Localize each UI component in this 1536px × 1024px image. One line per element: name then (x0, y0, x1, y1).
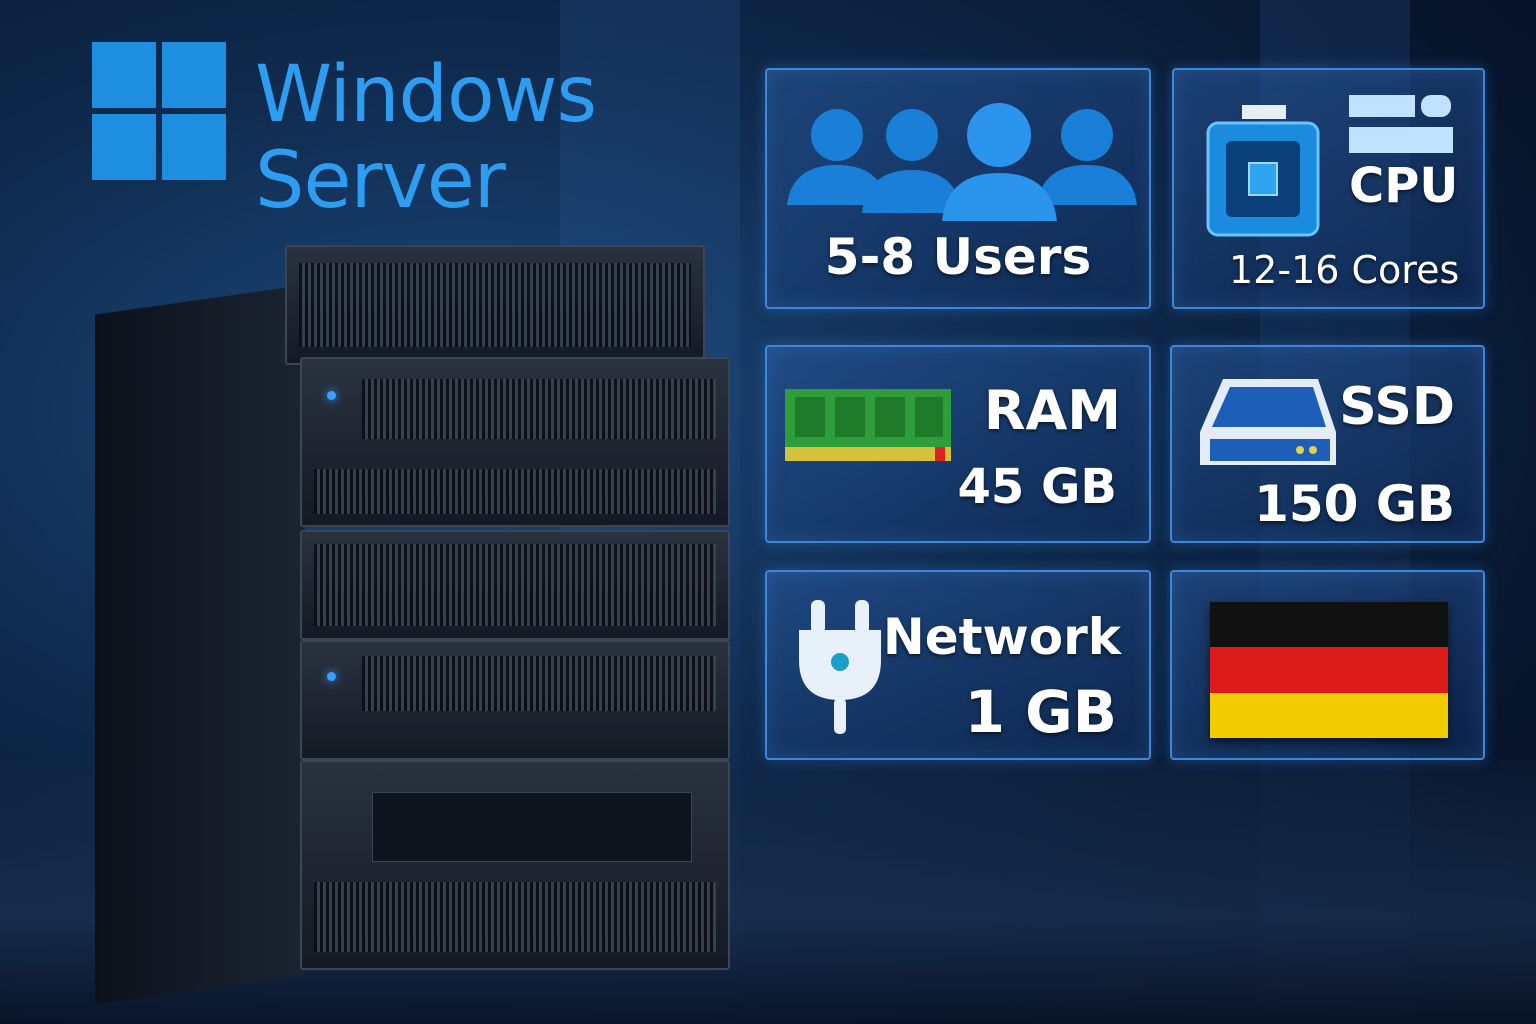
cpu-value: 12-16 Cores (1229, 248, 1460, 292)
ssd-card: SSD 150 GB (1170, 345, 1485, 543)
network-title: Network (882, 608, 1121, 666)
network-plug-icon (799, 600, 881, 734)
network-card: Network 1 GB (765, 570, 1151, 760)
cpu-title: CPU (1349, 158, 1459, 214)
ssd-title: SSD (1339, 377, 1455, 437)
ssd-drive-icon (1200, 379, 1336, 465)
cpu-chip-icon (1206, 105, 1320, 237)
ram-module-icon (785, 389, 951, 461)
ssd-value: 150 GB (1254, 475, 1455, 533)
cpu-card: CPU 12-16 Cores (1172, 68, 1485, 309)
windows-logo-icon (92, 42, 226, 180)
brand-line-2: Server (255, 136, 506, 226)
server-rack-illustration (95, 245, 735, 1005)
ram-value: 45 GB (957, 459, 1118, 515)
brand-line-1: Windows (255, 50, 597, 140)
brand-title: Windows Server (255, 50, 597, 226)
ram-card: RAM 45 GB (765, 345, 1151, 543)
network-value: 1 GB (964, 678, 1117, 746)
users-card: 5-8 Users (765, 68, 1151, 309)
ram-title: RAM (983, 379, 1121, 442)
memory-chip-icon (1349, 95, 1453, 153)
users-label: 5-8 Users (824, 228, 1092, 286)
users-icon (787, 103, 1137, 221)
germany-flag-icon (1210, 602, 1448, 738)
location-card (1170, 570, 1485, 760)
